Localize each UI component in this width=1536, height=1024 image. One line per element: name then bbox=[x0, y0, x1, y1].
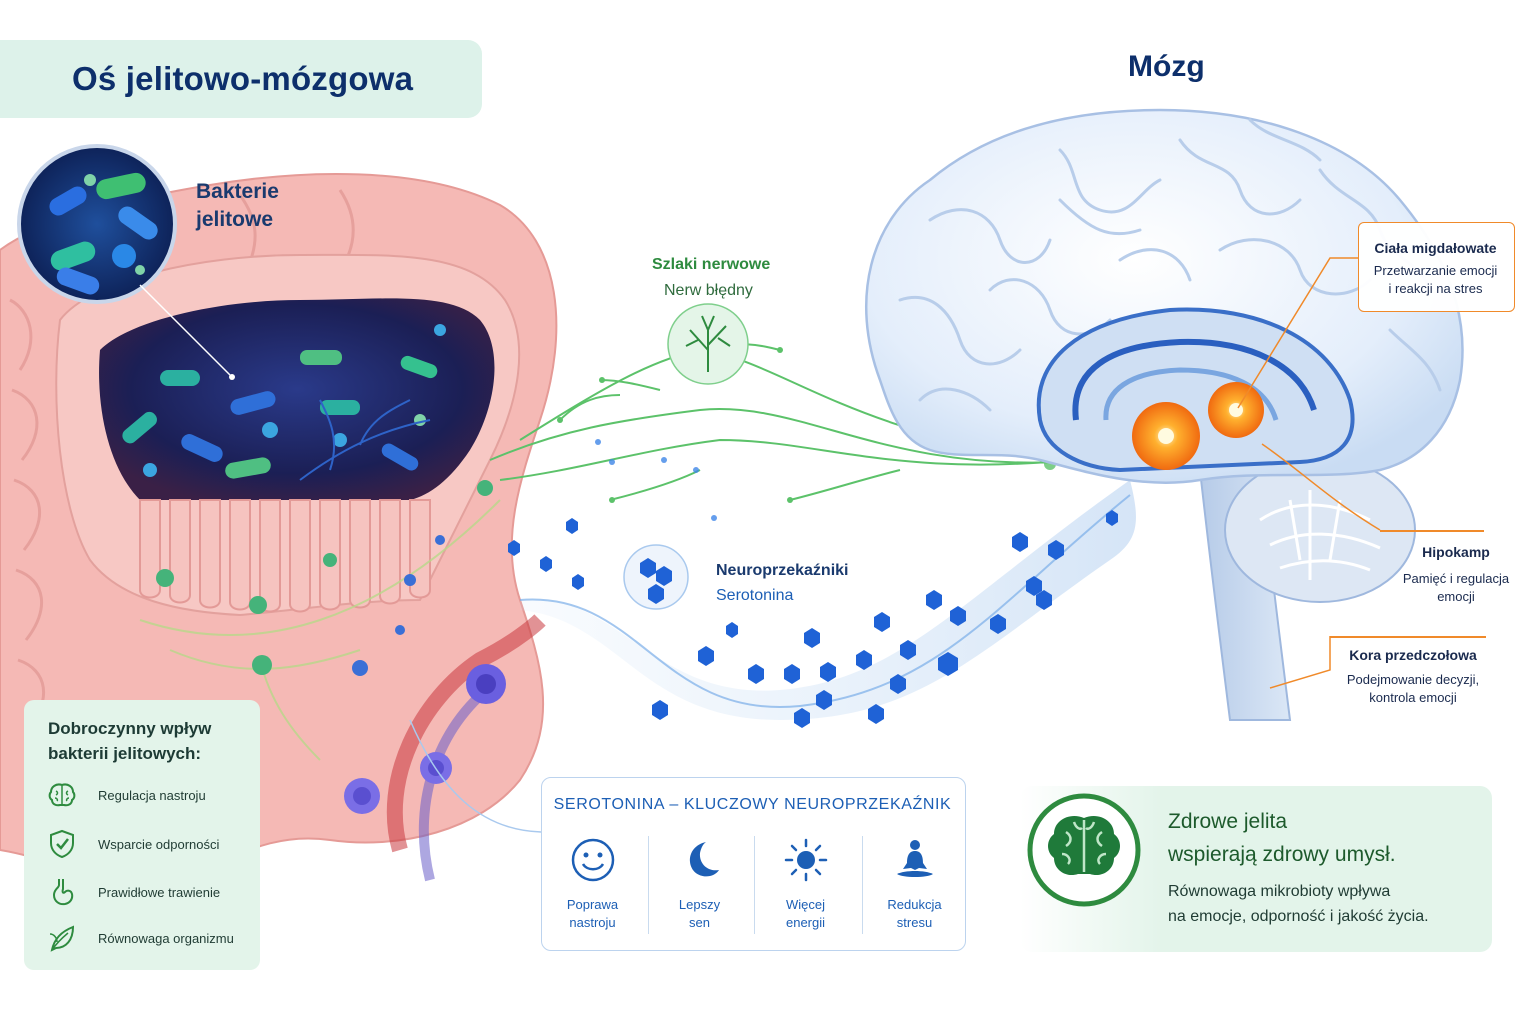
prefrontal-description: Podejmowanie decyzji, kontrola emocji bbox=[1330, 671, 1496, 707]
serotonin-item-stress: Redukcja stresu bbox=[862, 832, 967, 942]
hippocampus-title: Hipokamp bbox=[1422, 544, 1490, 560]
amygdala-callout bbox=[1358, 222, 1515, 312]
prefrontal-desc-line1: Podejmowanie decyzji, bbox=[1346, 672, 1480, 687]
hippocampus-desc-line1: Pamięć i regulacja bbox=[1402, 571, 1510, 586]
serotonin-item-label: Redukcja stresu bbox=[862, 896, 967, 932]
nerve-pathways-title: Szlaki nerwowe bbox=[652, 256, 771, 273]
prefrontal-underline bbox=[1330, 636, 1486, 638]
benefits-title-line1: Dobroczynny wpływ bbox=[48, 719, 212, 738]
serotonin-item-line1: Redukcja bbox=[887, 897, 942, 912]
serotonin-item-sleep: Lepszy sen bbox=[647, 832, 752, 942]
healthy-gut-heading: Zdrowe jelita wspierają zdrowy umysł. bbox=[1168, 805, 1468, 871]
benefit-item-immunity: Wsparcie odporności bbox=[46, 827, 256, 861]
benefit-label: Wsparcie odporności bbox=[98, 836, 220, 852]
page-title: Oś jelitowo-mózgowa bbox=[72, 60, 414, 97]
smile-icon bbox=[571, 838, 614, 882]
serotonin-item-label: Lepszy sen bbox=[647, 896, 752, 932]
serotonin-item-mood: Poprawa nastroju bbox=[540, 832, 645, 942]
brain-title: Mózg bbox=[1128, 50, 1205, 83]
serotonin-divider bbox=[648, 836, 649, 934]
nerve-icon bbox=[667, 303, 749, 385]
serotonin-item-energy: Więcej energii bbox=[753, 832, 858, 942]
amygdala-desc-line2: i reakcji na stres bbox=[1388, 281, 1483, 296]
healthy-gut-text: Równowaga mikrobioty wpływa na emocje, o… bbox=[1168, 879, 1478, 929]
moon-icon bbox=[689, 842, 719, 877]
benefits-panel bbox=[24, 700, 260, 970]
prefrontal-title: Kora przedczołowa bbox=[1349, 647, 1477, 663]
neurotransmitters-title: Neuroprzekaźniki bbox=[716, 562, 849, 579]
serotonin-item-label: Więcej energii bbox=[753, 896, 858, 932]
benefit-item-digestion: Prawidłowe trawienie bbox=[46, 875, 256, 909]
healthy-gut-text-line2: na emocje, odporność i jakość życia. bbox=[1168, 908, 1429, 925]
bacteria-label: Bakterie jelitowe bbox=[196, 178, 326, 234]
meditation-icon bbox=[896, 840, 933, 877]
title-banner bbox=[0, 40, 482, 118]
serotonin-item-line2: sen bbox=[689, 915, 710, 930]
amygdala-desc-line1: Przetwarzanie emocji bbox=[1373, 263, 1498, 278]
amygdala-title: Ciała migdałowate bbox=[1374, 240, 1497, 256]
benefit-item-balance: Równowaga organizmu bbox=[46, 921, 256, 955]
serotonin-molecules bbox=[508, 510, 1118, 728]
leaf-icon bbox=[49, 925, 75, 952]
serotonin-panel-title: SEROTONINA – KLUCZOWY NEUROPRZEKAŹNIK bbox=[553, 796, 952, 813]
hippocampus-description: Pamięć i regulacja emocji bbox=[1394, 570, 1518, 606]
bacteria-label-line1: Bakterie bbox=[196, 180, 279, 203]
serotonin-item-line2: stresu bbox=[896, 915, 933, 930]
hippocampus-desc-line2: emocji bbox=[1437, 589, 1475, 604]
serotonin-divider bbox=[862, 836, 863, 934]
benefit-label: Regulacja nastroju bbox=[98, 787, 206, 803]
benefit-item-mood: Regulacja nastroju bbox=[46, 778, 256, 812]
neurotransmitter-icon bbox=[623, 544, 689, 610]
healthy-gut-heading-line1: Zdrowe jelita bbox=[1168, 810, 1288, 833]
serotonin-stream bbox=[519, 480, 1136, 720]
shield-icon bbox=[50, 829, 74, 859]
neurotransmitters-subtitle: Serotonina bbox=[716, 587, 794, 604]
serotonin-item-line1: Więcej bbox=[785, 897, 825, 912]
serotonin-item-line2: energii bbox=[785, 915, 826, 930]
bacteria-inset bbox=[17, 144, 235, 380]
serotonin-item-line1: Lepszy bbox=[678, 897, 721, 912]
brain-icon bbox=[1027, 793, 1141, 907]
healthy-gut-heading-line2: wspierają zdrowy umysł. bbox=[1168, 843, 1396, 866]
benefits-title-line2: bakterii jelitowych: bbox=[48, 744, 202, 763]
prefrontal-desc-line2: kontrola emocji bbox=[1369, 690, 1457, 705]
amygdala-description: Przetwarzanie emocji i reakcji na stres bbox=[1358, 262, 1513, 298]
sun-icon bbox=[784, 838, 827, 882]
benefit-label: Równowaga organizmu bbox=[98, 930, 234, 946]
nerve-pathways-subtitle: Nerw błędny bbox=[664, 282, 753, 299]
stomach-icon bbox=[52, 879, 74, 906]
benefits-title: Dobroczynny wpływ bakterii jelitowych: bbox=[48, 716, 248, 766]
brain-illustration bbox=[864, 108, 1464, 721]
benefit-label: Prawidłowe trawienie bbox=[98, 884, 221, 900]
brain-icon bbox=[48, 783, 76, 807]
serotonin-item-line1: Poprawa bbox=[566, 897, 619, 912]
serotonin-item-label: Poprawa nastroju bbox=[540, 896, 645, 932]
bacteria-label-line2: jelitowe bbox=[196, 208, 274, 231]
serotonin-item-line2: nastroju bbox=[569, 915, 616, 930]
healthy-gut-text-line1: Równowaga mikrobioty wpływa bbox=[1168, 883, 1391, 900]
serotonin-divider bbox=[754, 836, 755, 934]
hippocampus-underline bbox=[1380, 530, 1484, 532]
